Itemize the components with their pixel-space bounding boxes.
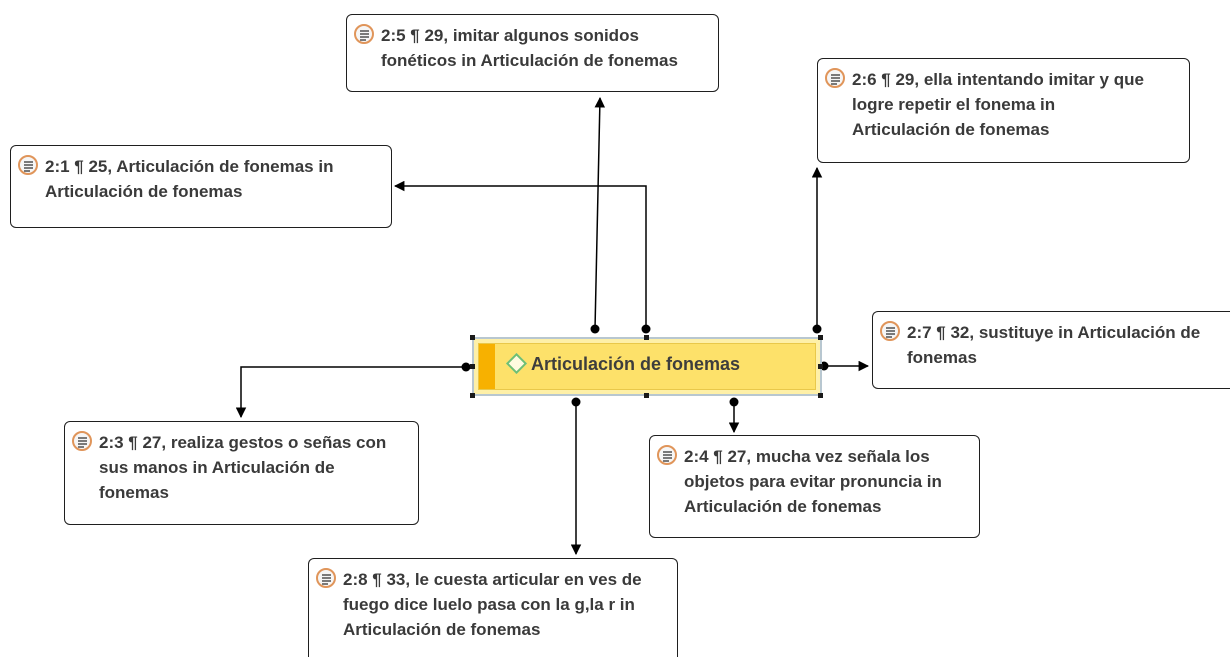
quotation-node-2-6[interactable]: 2:6 ¶ 29, ella intentando imitar y que l… — [817, 58, 1190, 163]
quotation-line: fonemas — [907, 348, 977, 367]
selection-handle[interactable] — [470, 393, 475, 398]
selection-handle[interactable] — [644, 335, 649, 340]
quotation-icon — [72, 431, 92, 451]
selection-handle[interactable] — [470, 335, 475, 340]
quotation-line: 2:4 ¶ 27, mucha vez señala los — [684, 447, 930, 466]
quotation-icon — [657, 445, 677, 465]
quotation-line: Articulación de fonemas — [45, 182, 243, 201]
quotation-node-2-5[interactable]: 2:5 ¶ 29, imitar algunos sonidos fonétic… — [346, 14, 719, 92]
quotation-line: Articulación de fonemas — [343, 620, 541, 639]
quotation-icon — [316, 568, 336, 588]
quotation-line: logre repetir el fonema in — [852, 95, 1056, 114]
code-node-body: Articulación de fonemas — [478, 343, 816, 390]
quotation-icon — [880, 321, 900, 341]
edge-2-3 — [235, 366, 466, 419]
selection-handle[interactable] — [470, 364, 475, 369]
quotation-line: fuego dice luelo pasa con la g,la r in — [343, 595, 635, 614]
quotation-node-2-1[interactable]: 2:1 ¶ 25, Articulación de fonemas in Art… — [10, 145, 392, 228]
quotation-line: objetos para evitar pronuncia in — [684, 472, 942, 491]
code-node-articulacion-de-fonemas[interactable]: Articulación de fonemas — [470, 335, 823, 398]
quotation-node-2-3[interactable]: 2:3 ¶ 27, realiza gestos o señas con sus… — [64, 421, 419, 525]
edge-2-5 — [594, 96, 606, 330]
code-diamond-icon — [505, 352, 528, 375]
quotation-line: 2:7 ¶ 32, sustituye in Articulación de — [907, 323, 1201, 342]
quotation-line: 2:1 ¶ 25, Articulación de fonemas in — [45, 157, 334, 176]
quotation-icon — [18, 155, 38, 175]
quotation-line: Articulación de fonemas — [852, 120, 1050, 139]
quotation-node-2-4[interactable]: 2:4 ¶ 27, mucha vez señala los objetos p… — [649, 435, 980, 538]
quotation-icon — [825, 68, 845, 88]
quotation-line: 2:5 ¶ 29, imitar algunos sonidos — [381, 26, 639, 45]
quotation-line: fonéticos in Articulación de fonemas — [381, 51, 678, 70]
quotation-line: 2:8 ¶ 33, le cuesta articular en ves de — [343, 570, 642, 589]
quotation-node-2-8[interactable]: 2:8 ¶ 33, le cuesta articular en ves de … — [308, 558, 678, 657]
selection-handle[interactable] — [818, 364, 823, 369]
quotation-line: fonemas — [99, 483, 169, 502]
code-color-stripe — [479, 344, 495, 389]
quotation-line: 2:3 ¶ 27, realiza gestos o señas con — [99, 433, 387, 452]
quotation-line: Articulación de fonemas — [684, 497, 882, 516]
quotation-line: sus manos in Articulación de — [99, 458, 335, 477]
selection-handle[interactable] — [644, 393, 649, 398]
edge-2-1 — [393, 180, 647, 329]
code-label: Articulación de fonemas — [531, 354, 741, 374]
selection-handle[interactable] — [818, 393, 823, 398]
quotation-line: 2:6 ¶ 29, ella intentando imitar y que — [852, 70, 1144, 89]
quotation-node-2-7[interactable]: 2:7 ¶ 32, sustituye in Articulación de f… — [872, 311, 1230, 389]
quotation-icon — [354, 24, 374, 44]
selection-handle[interactable] — [818, 335, 823, 340]
